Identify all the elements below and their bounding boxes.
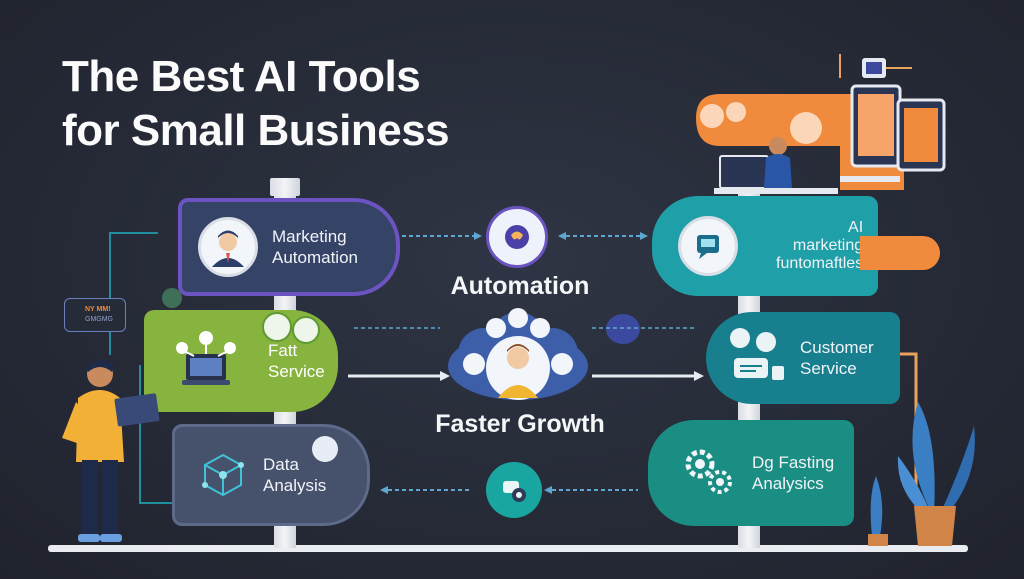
chat-bubble-icon (678, 216, 738, 276)
chat-network-icon (486, 462, 542, 518)
title-line-1: The Best AI Tools (62, 52, 421, 101)
chat-bubble-icon (262, 312, 292, 342)
sign-fasting-analysics[interactable]: Dg Fasting Analysics (648, 420, 854, 526)
chat-bubble-icon (292, 316, 320, 344)
sign-label: Fatt Service (268, 341, 325, 381)
ground-line (48, 545, 968, 552)
sign-customer-service[interactable]: Customer Service (706, 312, 900, 404)
office-scene-illustration (696, 54, 946, 194)
sign-data-analysis[interactable]: Data Analysis (172, 424, 370, 526)
brain-icon (486, 206, 548, 268)
dashed-arrows-row-3 (380, 486, 638, 494)
sign-ai-marketing[interactable]: AI marketing funtomaftles (652, 196, 878, 296)
center-label-faster-growth: Faster Growth (435, 410, 605, 438)
robot-icon (606, 314, 640, 344)
laptop-network-icon (172, 326, 242, 396)
sign-marketing-automation[interactable]: Marketing Automation (178, 198, 400, 296)
page-title: The Best AI Tools for Small Business (62, 50, 450, 158)
center-network-cloud (448, 308, 588, 400)
sign-label: Dg Fasting Analysics (752, 453, 835, 493)
sign-fatt-service[interactable]: Fatt Service (144, 310, 338, 412)
center-label-automation: Automation (450, 272, 590, 300)
gears-icon (678, 442, 740, 504)
small-badge-icon (162, 288, 182, 308)
dashed-arrows-row-2b (354, 327, 694, 329)
data-cube-icon (195, 447, 251, 503)
left-pole-cap (270, 178, 300, 196)
sign-label: AI marketing funtomaftles (776, 219, 864, 272)
small-tag: NY MM! GMGMG (64, 298, 126, 332)
title-line-2: for Small Business (62, 106, 450, 155)
orange-arrow-decor (860, 236, 940, 270)
info-badge-icon (312, 436, 338, 462)
sign-label: Data Analysis (263, 455, 327, 495)
support-chat-icon (726, 326, 786, 390)
plant-decor (868, 402, 975, 546)
small-tag-line-2: GMGMG (85, 316, 113, 323)
arrows-row-2 (348, 371, 704, 381)
sign-label: Marketing Automation (272, 227, 358, 267)
marketer-avatar-icon (198, 217, 258, 277)
small-tag-line-1: NY MM! (85, 306, 111, 313)
sign-label: Customer Service (800, 338, 874, 378)
businessman-illustration (62, 360, 160, 542)
dashed-arrows-row-1 (402, 232, 648, 240)
